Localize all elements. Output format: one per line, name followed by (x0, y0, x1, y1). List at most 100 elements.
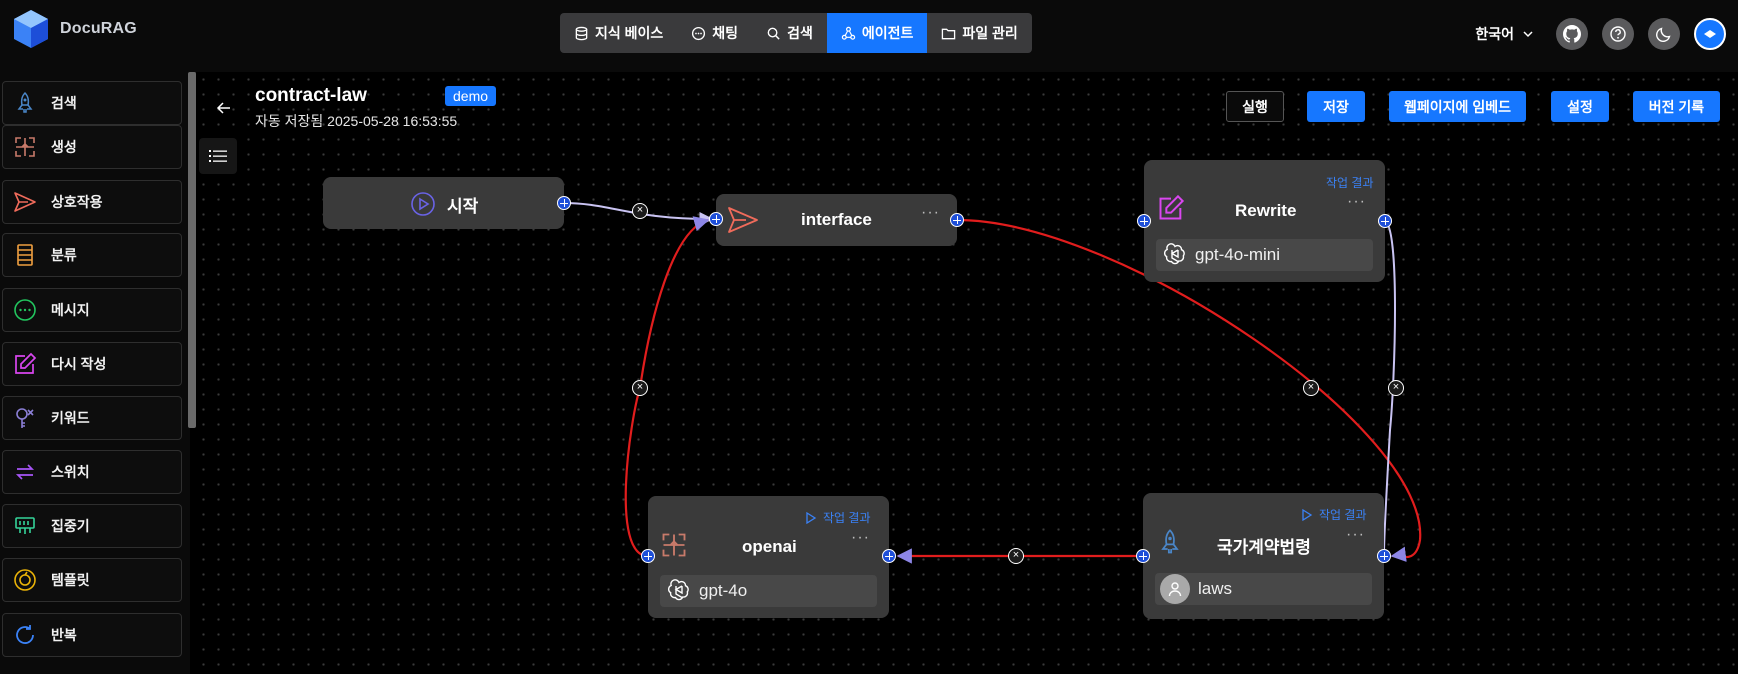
node-title: Rewrite (1235, 201, 1297, 220)
theme-toggle-button[interactable] (1648, 18, 1680, 50)
search-icon (767, 27, 780, 40)
sidebar-item-rewrite[interactable]: 다시 작성 (2, 342, 182, 386)
switch-icon (12, 459, 38, 485)
node-menu-button[interactable]: ··· (1347, 193, 1366, 210)
language-label: 한국어 (1475, 26, 1514, 42)
node-rewrite[interactable]: 작업 결과 Rewrite ··· gpt-4o-mini (1144, 160, 1385, 282)
edge-delete-button[interactable]: × (1303, 380, 1319, 396)
handle-laws-source[interactable] (1377, 549, 1391, 563)
edit-icon (12, 351, 38, 377)
github-button[interactable] (1556, 18, 1588, 50)
handle-openai-target[interactable] (641, 549, 655, 563)
message-icon (12, 297, 38, 323)
node-menu-button[interactable]: ··· (921, 204, 940, 221)
openai-icon (1163, 243, 1185, 265)
run-result-link[interactable]: 작업 결과 (1301, 506, 1367, 523)
generate-icon (12, 134, 38, 160)
user-avatar[interactable] (1694, 18, 1726, 50)
categorize-icon (12, 242, 38, 268)
nav-file-management[interactable]: 파일 관리 (927, 13, 1031, 53)
version-history-button[interactable]: 버전 기록 (1633, 91, 1720, 122)
sidebar-item-label: 검색 (51, 95, 77, 111)
help-button[interactable] (1602, 18, 1634, 50)
run-button[interactable]: 실행 (1226, 91, 1284, 122)
help-icon (1610, 26, 1626, 42)
handle-start-source[interactable] (557, 196, 571, 210)
language-select[interactable]: 한국어 (1475, 24, 1534, 44)
sidebar-item-categorize[interactable]: 분류 (2, 233, 182, 277)
node-interface[interactable]: interface ··· (716, 194, 957, 246)
edge-delete-button[interactable]: × (1388, 380, 1404, 396)
list-toggle-button[interactable] (199, 138, 237, 174)
node-menu-button[interactable]: ··· (851, 529, 870, 546)
handle-laws-target[interactable] (1136, 549, 1150, 563)
sidebar-item-label: 생성 (51, 139, 77, 155)
model-field[interactable]: gpt-4o-mini (1156, 239, 1373, 271)
sidebar-item-generate[interactable]: 생성 (2, 125, 182, 169)
sidebar-item-retrieval[interactable]: 검색 (2, 81, 182, 125)
node-retrieval-laws[interactable]: 작업 결과 국가계약법령 ··· laws (1143, 493, 1384, 619)
template-icon (12, 567, 38, 593)
sidebar-item-interact[interactable]: 상호작용 (2, 180, 182, 224)
node-openai[interactable]: 작업 결과 openai ··· gpt-4o (648, 496, 889, 618)
app-logo[interactable]: DocuRAG (12, 8, 137, 50)
play-icon (806, 511, 817, 524)
sidebar-item-label: 템플릿 (51, 572, 90, 588)
handle-openai-source[interactable] (882, 549, 896, 563)
save-button[interactable]: 저장 (1307, 91, 1365, 122)
sidebar-item-message[interactable]: 메시지 (2, 288, 182, 332)
sidebar-item-label: 반복 (51, 627, 77, 643)
sidebar-item-keyword[interactable]: 키워드 (2, 396, 182, 440)
knowledge-base-field[interactable]: laws (1155, 573, 1372, 605)
app-name: DocuRAG (60, 20, 137, 37)
node-title: 시작 (447, 197, 479, 216)
sidebar-item-label: 상호작용 (51, 194, 103, 210)
generate-icon (662, 533, 686, 557)
nav-chat[interactable]: 채팅 (677, 13, 752, 53)
rocket-icon (1161, 529, 1179, 554)
sidebar-item-label: 분류 (51, 247, 77, 263)
handle-interface-target[interactable] (709, 212, 723, 226)
github-icon (1563, 25, 1581, 43)
play-icon (1302, 508, 1313, 521)
handle-interface-source[interactable] (950, 213, 964, 227)
arrow-left-icon (216, 102, 230, 114)
settings-button[interactable]: 설정 (1551, 91, 1609, 122)
avatar-icon (1704, 30, 1716, 38)
flow-title: contract-law (255, 85, 367, 106)
chat-icon (692, 26, 706, 40)
handle-rewrite-target[interactable] (1137, 214, 1151, 228)
sidebar-item-template[interactable]: 템플릿 (2, 558, 182, 602)
handle-rewrite-source[interactable] (1378, 214, 1392, 228)
iteration-icon (12, 622, 38, 648)
keyword-icon (12, 405, 38, 431)
flow-canvas[interactable] (196, 72, 1738, 674)
result-label: 작업 결과 (823, 511, 871, 525)
edge-delete-button[interactable]: × (1008, 548, 1024, 564)
sidebar-item-concentrator[interactable]: 집중기 (2, 504, 182, 548)
back-button[interactable] (212, 96, 236, 120)
edge-delete-button[interactable]: × (632, 380, 648, 396)
edge-delete-button[interactable]: × (632, 203, 648, 219)
node-title: interface (801, 210, 872, 229)
sidebar-item-iteration[interactable]: 반복 (2, 613, 182, 657)
run-result-link[interactable]: 작업 결과 (805, 509, 871, 526)
nav-search[interactable]: 검색 (752, 13, 827, 53)
openai-icon (667, 579, 689, 601)
nav-knowledge-base[interactable]: 지식 베이스 (560, 13, 677, 53)
nav-label: 채팅 (712, 25, 739, 41)
embed-button[interactable]: 웹페이지에 임베드 (1389, 91, 1526, 122)
header-right: 한국어 (1475, 18, 1726, 50)
chevron-down-icon (1523, 31, 1533, 38)
sidebar-scrollbar[interactable] (188, 72, 196, 428)
model-field[interactable]: gpt-4o (660, 575, 877, 607)
sidebar-item-switch[interactable]: 스위치 (2, 450, 182, 494)
user-icon (1160, 574, 1190, 604)
model-name: gpt-4o-mini (1195, 245, 1281, 264)
nav-label: 에이전트 (861, 25, 914, 41)
node-menu-button[interactable]: ··· (1346, 526, 1365, 543)
rocket-icon (12, 90, 38, 116)
run-result-link[interactable]: 작업 결과 (1326, 174, 1374, 191)
nav-agent[interactable]: 에이전트 (826, 13, 928, 53)
node-start[interactable]: 시작 (323, 177, 564, 229)
